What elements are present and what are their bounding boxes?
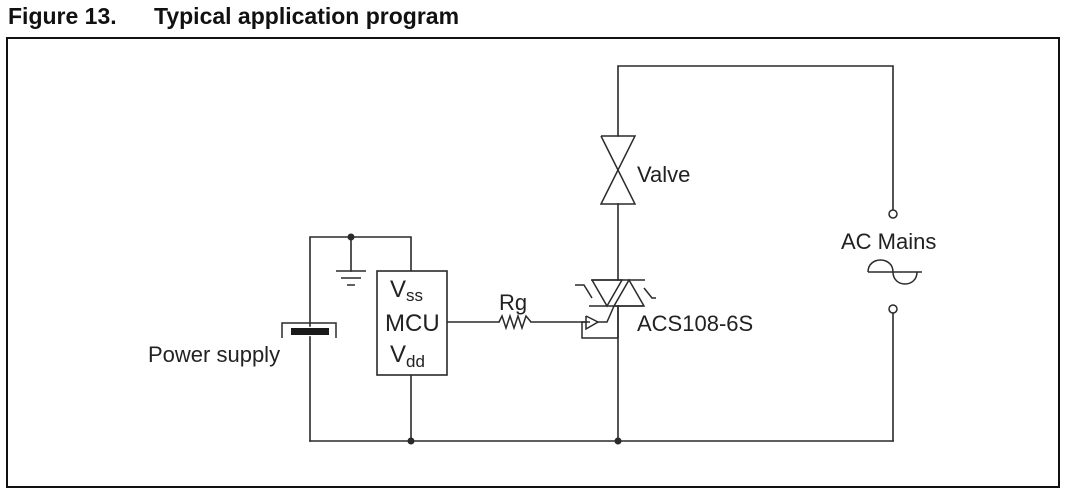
wire-left-loop xyxy=(309,236,412,442)
battery-icon xyxy=(281,322,337,338)
resistor-icon xyxy=(498,313,532,331)
figure-caption: Figure 13. Typical application program xyxy=(8,3,459,30)
triac-label: ACS108-6S xyxy=(637,311,753,336)
ac-mains-label: AC Mains xyxy=(841,229,936,254)
mcu-label: MCU xyxy=(385,310,440,337)
figure-frame xyxy=(6,37,1060,488)
figure-number: Figure 13. xyxy=(8,3,117,29)
ac-switch-icon xyxy=(575,278,656,339)
wire-top xyxy=(617,65,894,211)
mcu-vss-label: Vss xyxy=(390,276,423,305)
junction-dot xyxy=(407,437,415,445)
valve-icon xyxy=(599,135,637,205)
figure-title: Typical application program xyxy=(154,3,460,29)
resistor-label: Rg xyxy=(499,290,527,315)
power-supply-label: Power supply xyxy=(148,342,280,367)
ac-sine-icon xyxy=(867,259,922,285)
ground-icon xyxy=(336,270,366,286)
ac-mains-terminal-top xyxy=(888,209,898,219)
ac-mains-terminal-bottom xyxy=(888,304,898,314)
mcu-block: Vss MCU Vdd xyxy=(376,270,448,376)
junction-dot xyxy=(347,233,355,241)
valve-label: Valve xyxy=(637,162,690,187)
mcu-vdd-label: Vdd xyxy=(390,341,425,371)
junction-dot xyxy=(614,437,622,445)
